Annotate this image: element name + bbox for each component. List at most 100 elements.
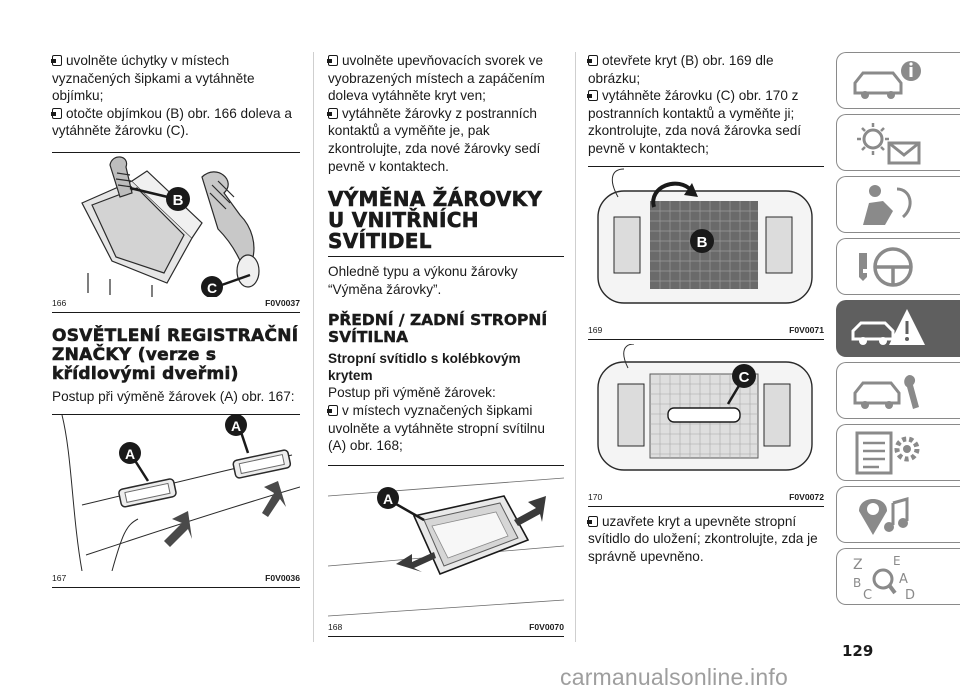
column-right: otevřete kryt (B) obr. 169 dle obrázku; … [587,52,824,566]
paragraph: Postup při výměně žárovek (A) obr. 167: [52,388,295,404]
svg-text:Z: Z [853,557,863,573]
figure-code: F0V0070 [529,621,564,632]
page-number: 129 [842,642,874,660]
figure-169: B 169 F0V0071 [588,167,824,337]
car-maintenance-icon [853,374,919,409]
figure-top-rule [588,165,824,167]
callout-a-label: A [231,418,241,434]
figure-bottom-rule [52,586,300,588]
index-icon: Z E B A C D [853,554,915,601]
chapter-heading: VÝMĚNA ŽÁROVKY U VNITŘNÍCH SVÍTIDEL [328,187,543,254]
paragraph: uvolněte úchytky v místech vyznačených š… [51,52,300,105]
callout-b-label: B [697,234,708,251]
bulb-removal-illustration: C [597,343,813,471]
callout-a-label: A [383,491,393,507]
paragraph-text: otočte objímkou (B) obr. 166 doleva a vy… [52,105,292,139]
tab-emergency[interactable] [836,300,960,357]
paragraph: uvolněte upevňovacích svorek ve vyobraze… [327,52,564,105]
column-divider [575,52,576,642]
figure-166: B C 166 F0V0037 [52,153,300,310]
figure-bottom-rule [588,338,824,340]
paragraph-text: uvolněte úchytky v místech vyznačených š… [52,53,255,104]
svg-text:A: A [899,572,908,587]
ceiling-lamp-illustration: A [327,477,565,617]
tab-maintenance[interactable] [836,362,960,419]
key-steering-wheel-icon [859,246,913,287]
figure-bottom-rule [588,505,824,507]
figure-168: A 168 F0V0070 [327,466,565,634]
emergency-warning-icon [851,308,925,345]
callout-c-badge [201,275,223,298]
paragraph: uzavřete kryt a upevněte stropní svítidl… [587,513,824,566]
lights-message-icon [857,122,921,164]
bullet-icon [327,107,338,119]
tab-safety[interactable] [836,176,960,233]
figure-code: F0V0071 [789,324,824,335]
figure-bottom-rule [52,311,300,313]
svg-text:B: B [853,576,861,590]
paragraph: otevřete kryt (B) obr. 169 dle obrázku; [587,52,824,87]
paragraph: vytáhněte žárovku (C) obr. 170 z postran… [587,87,824,157]
subsection-heading: Stropní svítidlo s kolébkovým krytem [328,351,521,384]
section-heading: PŘEDNÍ / ZADNÍ STROPNÍ SVÍTILNA [328,311,548,347]
callout-a-label: A [125,446,135,462]
figure-caption: 170 F0V0072 [588,492,824,504]
paragraph-text: uzavřete kryt a upevněte stropní svítidl… [588,513,818,564]
callout-c-badge [732,363,756,388]
tab-index[interactable]: Z E B A C D [836,548,960,605]
tab-specifications[interactable] [836,424,960,481]
callout-c-label: C [207,280,217,296]
lamp-cover-open-illustration: B [597,168,813,304]
bullet-icon [327,55,338,66]
figure-top-rule [328,464,564,466]
svg-text:D: D [905,588,915,601]
column-left: uvolněte úchytky v místech vyznačených š… [51,52,301,588]
paragraph-text: vytáhněte žárovku (C) obr. 170 z postran… [588,88,802,156]
callout-c-label: C [739,369,750,386]
paragraph-text: otevřete kryt (B) obr. 169 dle obrázku; [588,53,774,86]
figure-number: 167 [52,572,67,583]
figure-code: F0V0037 [265,297,300,308]
figure-bottom-rule [328,635,564,637]
section-heading: OSVĚTLENÍ REGISTRAČNÍ ZNAČKY (verze s kř… [52,325,299,384]
figure-caption: 167 F0V0036 [52,573,300,585]
tab-starting-driving[interactable] [836,238,960,295]
callout-a-badge [119,441,141,464]
paragraph: Ohledně typu a výkonu žárovky “Výměna žá… [328,264,518,297]
figure-top-rule [52,413,300,415]
column-middle: uvolněte upevňovacích svorek ve vyobraze… [327,52,565,637]
bullet-icon [587,55,598,66]
callout-a-badge [225,413,247,436]
figure-number: 168 [328,621,343,632]
figure-170: C 170 F0V0072 [588,343,824,504]
figure-number: 170 [588,491,603,502]
callout-a-badge [377,486,399,509]
chapter-tabs: Z E B A C D [836,52,960,610]
car-info-icon [853,60,921,99]
tab-multimedia[interactable] [836,486,960,543]
callout-b-badge [690,228,714,253]
watermark: carmanualsonline.info [560,664,788,690]
bullet-icon [51,107,62,119]
tab-car-info[interactable] [836,52,960,109]
specifications-icon [855,431,920,474]
tab-lights-messages[interactable] [836,114,960,171]
bullet-icon [587,90,598,102]
figure-number: 169 [588,324,603,335]
paragraph: v místech vyznačených šipkami uvolněte a… [327,402,564,455]
figure-caption: 169 F0V0071 [588,325,824,337]
figure-number: 166 [52,297,67,308]
paragraph: Postup při výměně žárovek: [328,385,496,401]
figure-caption: 166 F0V0037 [52,298,300,310]
paragraph-text: vytáhněte žárovky z postranních kontaktů… [328,105,541,174]
bullet-icon [327,404,338,416]
figure-caption: 168 F0V0070 [328,622,564,634]
svg-text:C: C [863,588,872,601]
callout-b-label: B [173,192,184,209]
paragraph-text: v místech vyznačených šipkami uvolněte a… [328,402,545,454]
figure-167: A A 167 F0V0036 [52,413,301,585]
column-divider [313,52,314,642]
figure-code: F0V0036 [265,572,300,583]
bullet-icon [51,55,62,66]
figure-top-rule [52,151,300,153]
